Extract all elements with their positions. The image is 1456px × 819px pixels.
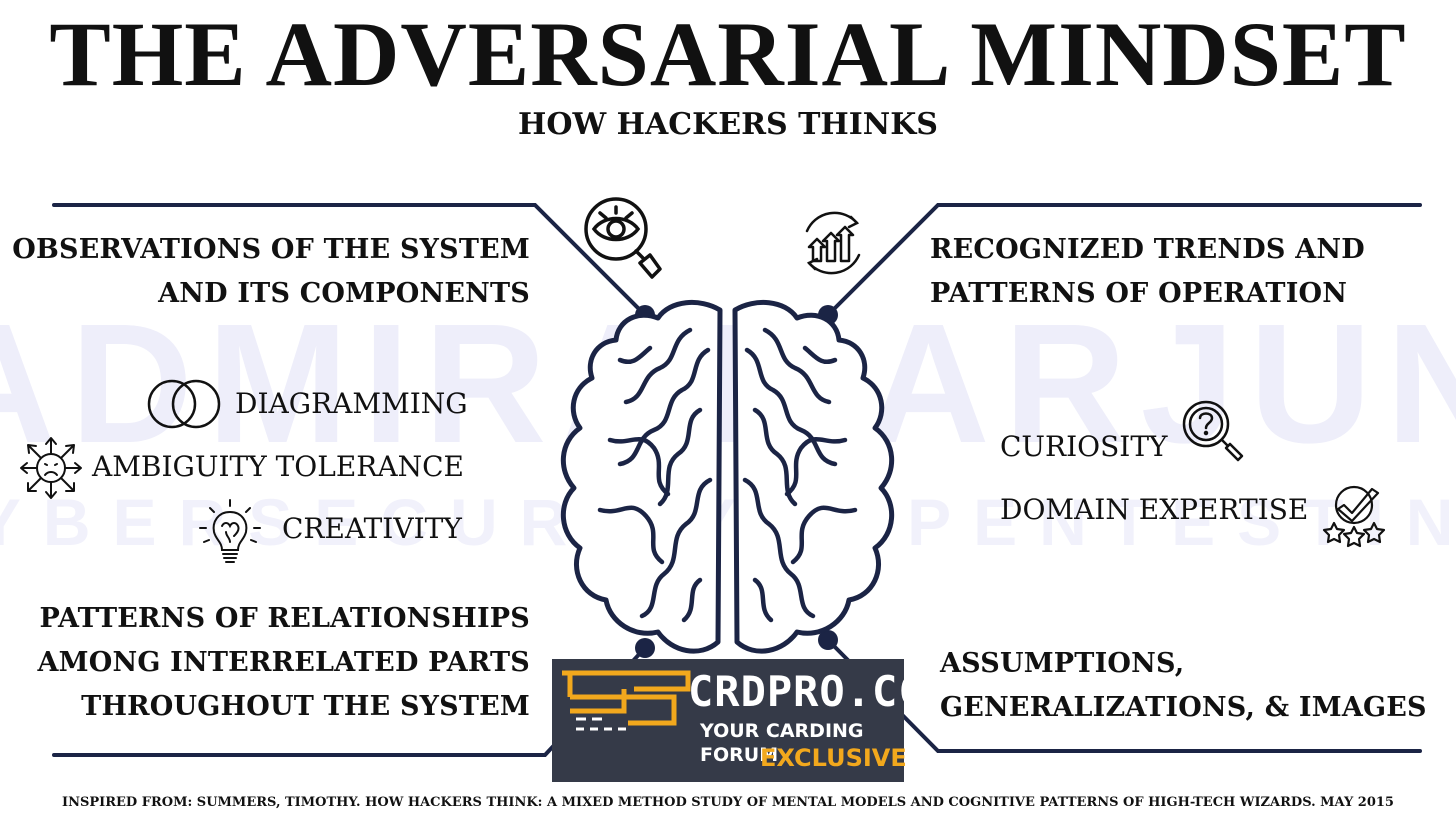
badge-tagline: YOUR CARDING FORUM: [700, 720, 864, 766]
question-magnifier-icon: [1182, 400, 1244, 462]
node-bottom-right: [818, 630, 838, 650]
heading-relationships: PATTERNS OF RELATIONSHIPS AMONG INTERREL…: [37, 603, 530, 722]
brain-icon: [560, 299, 895, 654]
footer-citation: INSPIRED FROM: SUMMERS, TIMOTHY. HOW HAC…: [62, 795, 1394, 810]
connector-top-right: [826, 203, 1422, 317]
badge-brand: CRDPRO.CC: [688, 667, 925, 716]
lightbulb-brain-icon: [199, 499, 261, 563]
trait-curiosity: CURIOSITY: [1000, 430, 1168, 463]
trait-ambiguity-tolerance: AMBIGUITY TOLERANCE: [92, 450, 464, 483]
node-bottom-left: [635, 638, 655, 658]
confused-face-arrows-icon: [20, 437, 82, 499]
connector-top-left: [52, 203, 647, 317]
trait-creativity: CREATIVITY: [282, 512, 462, 545]
trend-arrows-icon: [805, 211, 861, 275]
promo-badge: CRDPRO.CC YOUR CARDING FORUM EXCLUSIVE: [552, 659, 924, 782]
venn-diagram-icon: [147, 379, 221, 429]
page-title: THE ADVERSARIAL MINDSET: [49, 3, 1407, 105]
badge-logo-mark: [562, 670, 691, 731]
badge-exclusive: EXCLUSIVE: [760, 744, 907, 772]
heading-assumptions: ASSUMPTIONS, GENERALIZATIONS, & IMAGES: [940, 648, 1427, 723]
trait-domain-expertise: DOMAIN EXPERTISE: [1000, 493, 1309, 526]
eye-magnifier-icon: [584, 197, 662, 279]
heading-trends: RECOGNIZED TRENDS AND PATTERNS OF OPERAT…: [930, 234, 1365, 309]
check-stars-icon: [1322, 485, 1386, 548]
heading-observations: OBSERVATIONS OF THE SYSTEM AND ITS COMPO…: [12, 234, 530, 309]
page-subtitle: HOW HACKERS THINKS: [518, 107, 938, 142]
trait-diagramming: DIAGRAMMING: [235, 387, 468, 420]
